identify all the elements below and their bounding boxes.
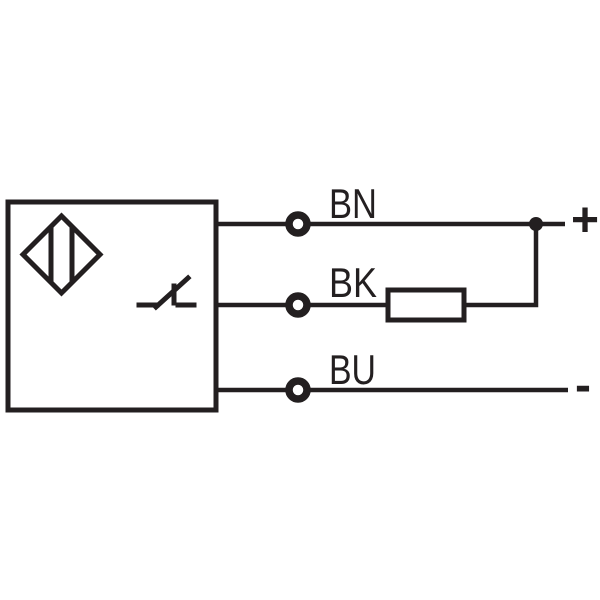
positive-terminal-label: + — [571, 194, 599, 247]
wire-label-bk: BK — [329, 259, 377, 306]
wire-label-bu: BU — [329, 346, 376, 393]
junction-dot — [529, 217, 543, 231]
no-contact-switch-icon — [136, 274, 197, 311]
wire-bk-to-positive — [464, 224, 539, 308]
load-resistor — [385, 287, 467, 323]
terminal-ring-bu-icon — [285, 377, 311, 403]
proximity-sensor-diamond-icon — [19, 212, 104, 297]
terminal-ring-bk-icon — [285, 292, 311, 318]
terminal-ring-bn-icon — [285, 211, 311, 237]
negative-terminal-label: - — [575, 359, 591, 412]
wire-label-bn: BN — [329, 180, 377, 227]
